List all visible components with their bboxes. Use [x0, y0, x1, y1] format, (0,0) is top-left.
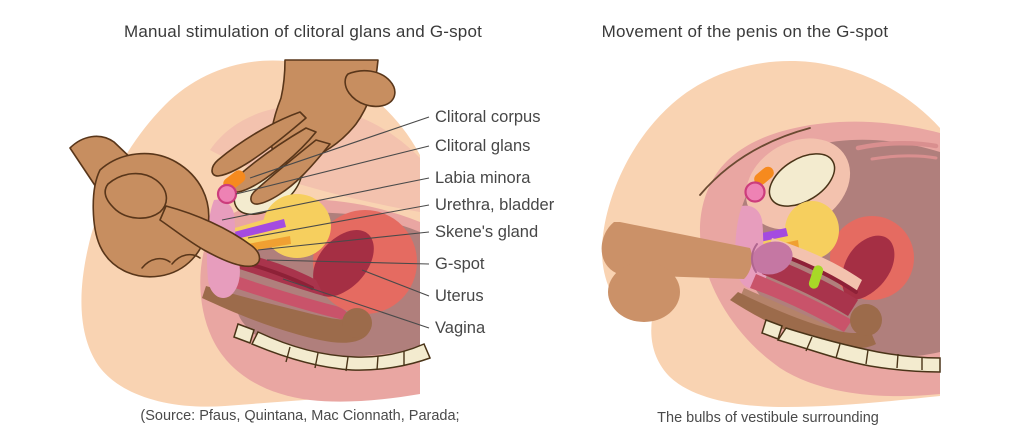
left-panel-caption: (Source: Pfaus, Quintana, Mac Cionnath, …	[140, 408, 460, 424]
finger-2	[230, 127, 317, 193]
sacrum-bone	[250, 331, 432, 371]
perineal-tissue	[210, 268, 348, 320]
label-skene-gland: Skene's gland	[435, 223, 539, 241]
glans-corona-line	[751, 243, 758, 273]
finger-3	[250, 139, 331, 205]
label-urethra-bladder: Urethra, bladder	[435, 196, 555, 214]
clitoral-glans-marker	[216, 183, 238, 205]
scrotum	[608, 262, 680, 322]
label-labia-minora: Labia minora	[435, 169, 531, 187]
uterus-shape	[313, 230, 374, 297]
right-panel-title: Movement of the penis on the G-spot	[601, 22, 889, 41]
left-illustration	[69, 59, 432, 407]
label-uterus: Uterus	[435, 287, 484, 305]
label-clitoral-corpus: Clitoral corpus	[435, 108, 541, 126]
coccyx-bone	[761, 319, 783, 340]
label-vagina: Vagina	[435, 319, 486, 337]
leader-skene-gland	[257, 231, 430, 251]
finger-1	[211, 111, 307, 177]
left-panel-title: Manual stimulation of clitoral glans and…	[123, 22, 483, 41]
leader-labia-minora	[221, 177, 430, 221]
leader-urethra-bladder	[247, 204, 430, 239]
tissue-streak-2	[870, 154, 938, 161]
leader-lines	[221, 116, 430, 329]
penis-glans-shape	[751, 241, 793, 275]
thumb	[344, 69, 396, 108]
right-illustration	[601, 61, 941, 408]
urethra-stripe	[230, 219, 286, 240]
leader-clitoral-glans	[235, 145, 430, 195]
leader-g-spot	[266, 259, 430, 265]
clitoral-corpus-shape	[754, 166, 774, 186]
index-finger	[159, 205, 261, 268]
g-spot-marker	[808, 265, 824, 289]
thumb-fold	[104, 172, 168, 219]
leader-vagina	[282, 278, 430, 329]
rectum-end	[342, 308, 372, 338]
perineal-tissue	[750, 274, 852, 332]
hand-upper	[211, 59, 396, 205]
label-clitoral-glans: Clitoral glans	[435, 137, 531, 155]
knuckle-lines	[141, 253, 201, 269]
movement-arc	[699, 127, 811, 196]
pubic-bone	[768, 153, 836, 207]
vertebra-lines	[805, 336, 923, 370]
rectum-shape	[730, 292, 876, 349]
leader-clitoral-corpus	[249, 116, 430, 179]
label-g-spot: G-spot	[435, 255, 485, 273]
vertebra-lines	[285, 346, 405, 372]
leader-uterus	[361, 269, 430, 297]
clitoral-glans-marker	[744, 181, 766, 203]
rectum-shape	[202, 286, 371, 343]
right-panel-caption: The bulbs of vestibule surrounding	[657, 410, 879, 426]
coccyx-bone	[233, 323, 255, 344]
hand-lower	[69, 135, 261, 278]
sacrum-bone	[776, 327, 941, 373]
rectum-end	[850, 304, 882, 336]
penis-shape	[601, 222, 793, 322]
tissue-streaks	[855, 140, 939, 151]
